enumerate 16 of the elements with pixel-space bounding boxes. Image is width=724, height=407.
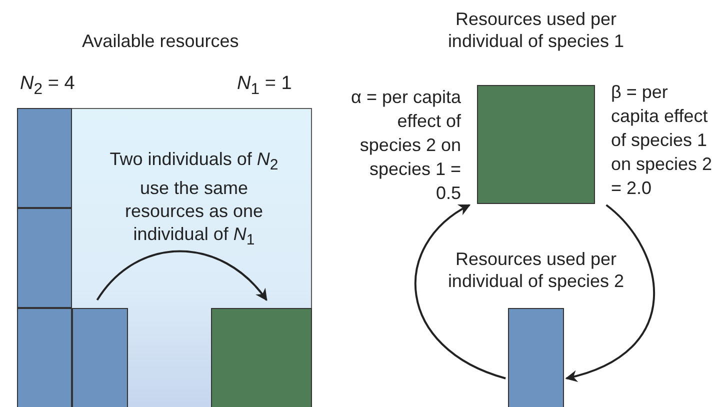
edge-label: β = per capita effect of species 1 on species 2 = 2.0 [611, 81, 713, 200]
curved-arrow [565, 204, 655, 382]
individual-block [17, 208, 72, 308]
heading: Available resources [82, 30, 239, 53]
population-label: N$_{1}$ = 1 [237, 73, 292, 100]
heading: Resources used per individual of species 2 [446, 248, 626, 292]
individual-block [17, 308, 72, 407]
edge-label: α = per capita effect of species 2 on species 1 = 0.5 [350, 86, 461, 205]
individual-block [211, 308, 312, 407]
description: Two individuals of N$_{2}$ use the same resources as one individual of N$_{1}$ [109, 148, 279, 250]
individual-block [17, 108, 72, 208]
heading: Resources used per individual of species 1 [446, 8, 626, 52]
population-label: N$_{2}$ = 4 [20, 73, 75, 100]
curved-arrow [96, 250, 268, 301]
curved-arrow [414, 204, 506, 380]
individual-block [72, 308, 128, 407]
